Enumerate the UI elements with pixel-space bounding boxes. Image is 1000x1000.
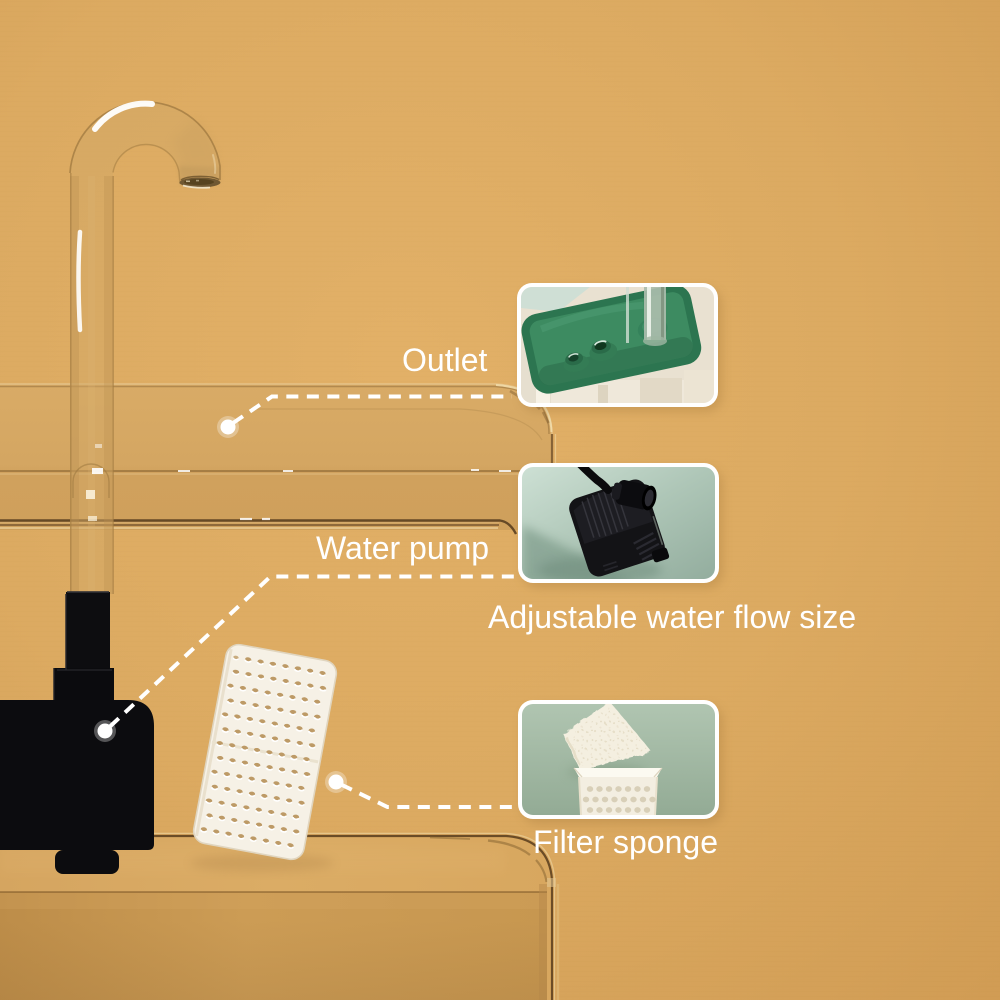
svg-text:Outlet: Outlet	[402, 342, 487, 378]
svg-text:Filter sponge: Filter sponge	[533, 824, 718, 860]
svg-text:Adjustable water flow size: Adjustable water flow size	[488, 599, 856, 635]
svg-text:Water pump: Water pump	[316, 530, 489, 566]
